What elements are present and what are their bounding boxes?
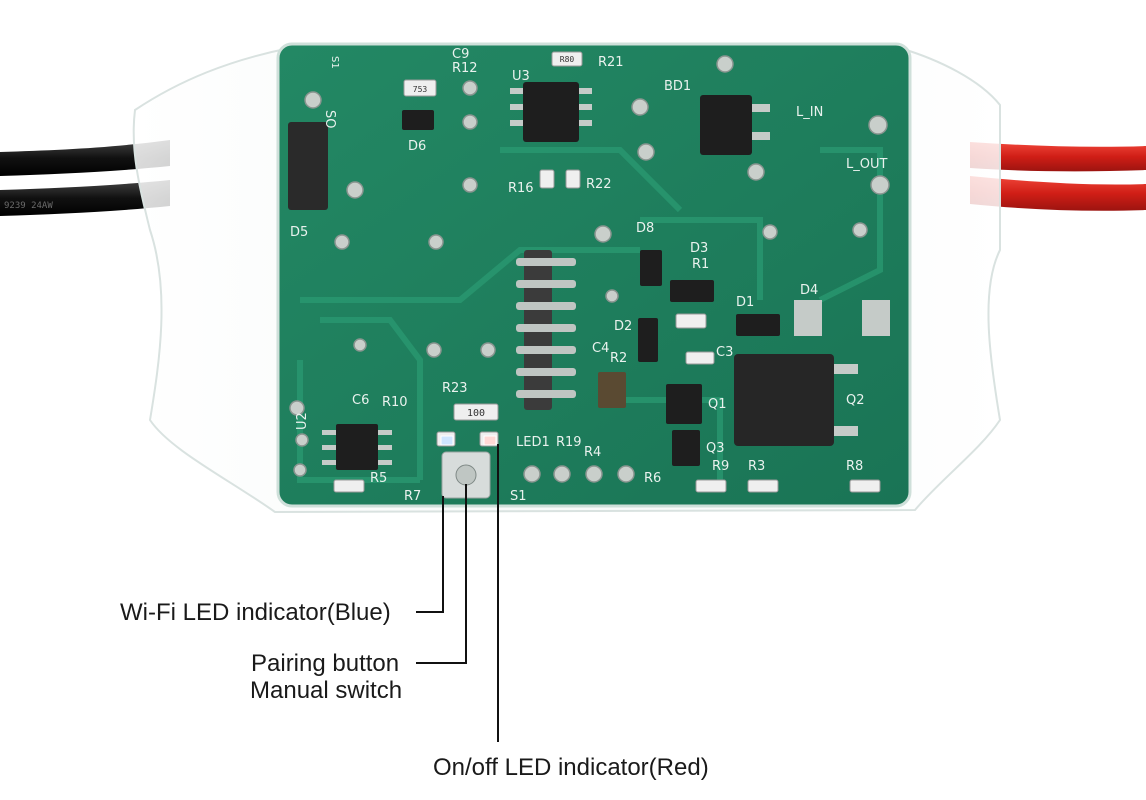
pcb-board: R80 753 100 C9 R12 R21 U3 BD1 L_IN L_OUT… — [276, 42, 912, 508]
label-r21: R21 — [598, 55, 624, 70]
label-r10: R10 — [382, 395, 408, 410]
label-d5: D5 — [290, 225, 308, 240]
label-q3: Q3 — [706, 441, 725, 456]
label-bd1: BD1 — [664, 79, 691, 94]
r21-value: R80 — [560, 55, 575, 64]
label-d4: D4 — [800, 283, 818, 298]
pairing-button-callout: Pairing button — [251, 650, 400, 677]
label-c9: C9 — [452, 47, 469, 62]
label-d8: D8 — [636, 221, 654, 236]
label-r6: R6 — [644, 471, 661, 486]
red-wires — [970, 142, 1146, 211]
label-c6: C6 — [352, 393, 369, 408]
label-l-in: L_IN — [796, 105, 823, 120]
label-r3: R3 — [748, 459, 765, 474]
label-s1-top: S1 — [329, 56, 340, 69]
label-d6: D6 — [408, 139, 426, 154]
r23-value: 100 — [467, 408, 485, 419]
pairing-button-leader — [416, 484, 467, 664]
label-r12: R12 — [452, 61, 478, 76]
label-r7: R7 — [404, 489, 421, 504]
label-so: SO — [322, 110, 337, 128]
label-d1: D1 — [736, 295, 754, 310]
label-r23: R23 — [442, 381, 468, 396]
label-q2: Q2 — [846, 393, 865, 408]
label-r22: R22 — [586, 177, 612, 192]
callout-lines — [416, 444, 499, 742]
onoff-led — [483, 435, 497, 446]
label-r8: R8 — [846, 459, 863, 474]
manual-switch-callout: Manual switch — [250, 677, 403, 704]
label-q1: Q1 — [708, 397, 727, 412]
label-r9: R9 — [712, 459, 729, 474]
wifi-led-callout: Wi-Fi LED indicator(Blue) — [120, 599, 391, 626]
r12-value: 753 — [413, 85, 428, 94]
label-u2: U2 — [295, 412, 310, 430]
label-u3: U3 — [512, 69, 530, 84]
label-s1: S1 — [510, 489, 527, 504]
label-r4: R4 — [584, 445, 601, 460]
label-r16: R16 — [508, 181, 534, 196]
label-r19: R19 — [556, 435, 582, 450]
label-c4: C4 — [592, 341, 609, 356]
label-d3: D3 — [690, 241, 708, 256]
label-d2: D2 — [614, 319, 632, 334]
label-r2: R2 — [610, 351, 627, 366]
wifi-led — [440, 435, 454, 446]
components — [288, 82, 834, 470]
label-r5: R5 — [370, 471, 387, 486]
label-c3: C3 — [716, 345, 733, 360]
wifi-led-leader — [416, 496, 444, 613]
black-wires: 9239 24AW — [0, 140, 170, 216]
label-r1: R1 — [692, 257, 709, 272]
pin-header — [516, 250, 576, 410]
label-led1: LED1 — [516, 435, 550, 450]
wire-print: 9239 24AW — [4, 201, 53, 211]
label-l-out: L_OUT — [846, 157, 887, 172]
onoff-led-callout: On/off LED indicator(Red) — [433, 754, 709, 781]
